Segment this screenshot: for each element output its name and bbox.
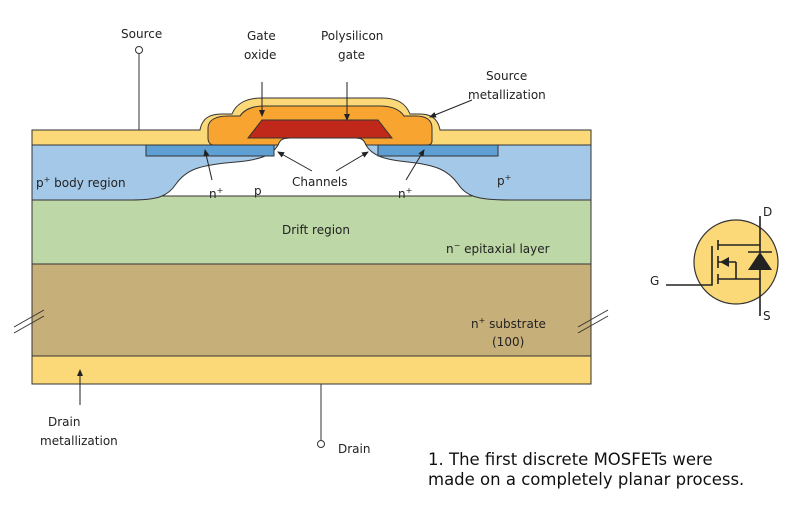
n-right-leader (405, 149, 425, 181)
p-body-label: p+ body region (36, 175, 126, 190)
break-mark-right (577, 309, 609, 334)
channel-left-leader (277, 151, 313, 172)
source-label: Source (121, 27, 162, 41)
p-channel-label: p (254, 184, 262, 198)
caption-line-1: 1. The first discrete MOSFETs were (428, 450, 713, 469)
n-plus-left-label: n+ (209, 186, 223, 201)
drain-metallization-layer (31, 355, 592, 385)
caption-line-2: made on a completely planar process. (428, 470, 745, 489)
source-metal-label-2: metallization (468, 88, 546, 102)
symbol-source-label: S (763, 309, 771, 323)
substrate-layer (31, 263, 592, 357)
drain-label: Drain (338, 442, 370, 456)
polysilicon-gate (246, 119, 394, 139)
drain-metal-label-1: Drain (48, 415, 80, 429)
drain-metal-label-2: metallization (40, 434, 118, 448)
break-mark-left (13, 309, 45, 334)
drift-region-label: Drift region (282, 223, 350, 237)
symbol-drain-label: D (763, 205, 772, 219)
body-diode-icon (748, 252, 772, 270)
source-terminal (135, 46, 143, 54)
n-plus-region-right (377, 144, 499, 157)
drain-terminal (317, 440, 325, 448)
channel-right-leader (335, 151, 369, 172)
mosfet-symbol: D G S (650, 205, 779, 323)
channels-label: Channels (292, 175, 348, 189)
substrate-orientation-label: (100) (492, 335, 524, 349)
body-arrow-icon (720, 257, 729, 267)
n-left-leader (203, 149, 213, 181)
drift-region-layer (31, 195, 592, 265)
symbol-gate-label: G (650, 274, 659, 288)
polysilicon-label-1: Polysilicon (321, 29, 383, 43)
figure-caption: 1. The first discrete MOSFETs were made … (428, 450, 788, 490)
epitaxial-layer-label: n− epitaxial layer (446, 241, 550, 256)
polysilicon-label-2: gate (338, 48, 365, 62)
p-plus-right-label: p+ (497, 173, 511, 188)
source-metal-leader (429, 99, 473, 118)
n-plus-region-left (145, 144, 275, 157)
source-metal-label-1: Source (486, 69, 527, 83)
n-plus-right-label: n+ (398, 186, 412, 201)
substrate-label: n+ substrate (471, 316, 546, 331)
gate-oxide-label-2: oxide (244, 48, 276, 62)
gate-oxide-label-1: Gate (247, 29, 276, 43)
